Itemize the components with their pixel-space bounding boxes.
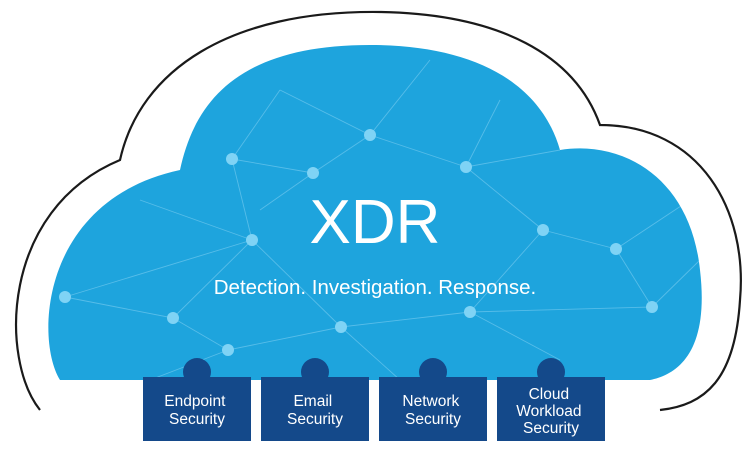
module-label-line: Workload — [516, 403, 581, 420]
network-lines — [64, 59, 701, 380]
cloud-fill — [48, 45, 702, 380]
network-mesh — [59, 59, 701, 380]
module-label: Cloud Workload Security — [516, 386, 586, 437]
module-box — [261, 377, 369, 441]
security-modules: Endpoint Security Email Security Network… — [143, 358, 605, 441]
module-network-security: Network Security — [379, 358, 487, 441]
module-email-security: Email Security — [261, 358, 369, 441]
module-label-line: Endpoint — [164, 393, 226, 410]
module-box — [379, 377, 487, 441]
module-label-line: Security — [405, 411, 461, 428]
module-label: Network Security — [402, 393, 463, 428]
module-label-line: Network — [402, 393, 459, 410]
module-cloud-workload-security: Cloud Workload Security — [497, 358, 605, 441]
cloud-outline — [14, 10, 742, 412]
module-label-line: Security — [287, 411, 343, 428]
module-label: Endpoint Security — [164, 393, 230, 428]
module-label-line: Cloud — [529, 386, 570, 403]
module-label-line: Security — [523, 420, 579, 437]
module-box — [497, 377, 605, 441]
module-label: Email Security — [287, 393, 343, 428]
module-label-line: Email — [293, 393, 332, 410]
diagram-subtitle: Detection. Investigation. Response. — [214, 276, 537, 299]
module-label-line: Security — [169, 411, 225, 428]
module-endpoint-security: Endpoint Security — [143, 358, 251, 441]
module-box — [143, 377, 251, 441]
diagram-title: XDR — [310, 188, 441, 257]
network-nodes — [59, 129, 658, 356]
